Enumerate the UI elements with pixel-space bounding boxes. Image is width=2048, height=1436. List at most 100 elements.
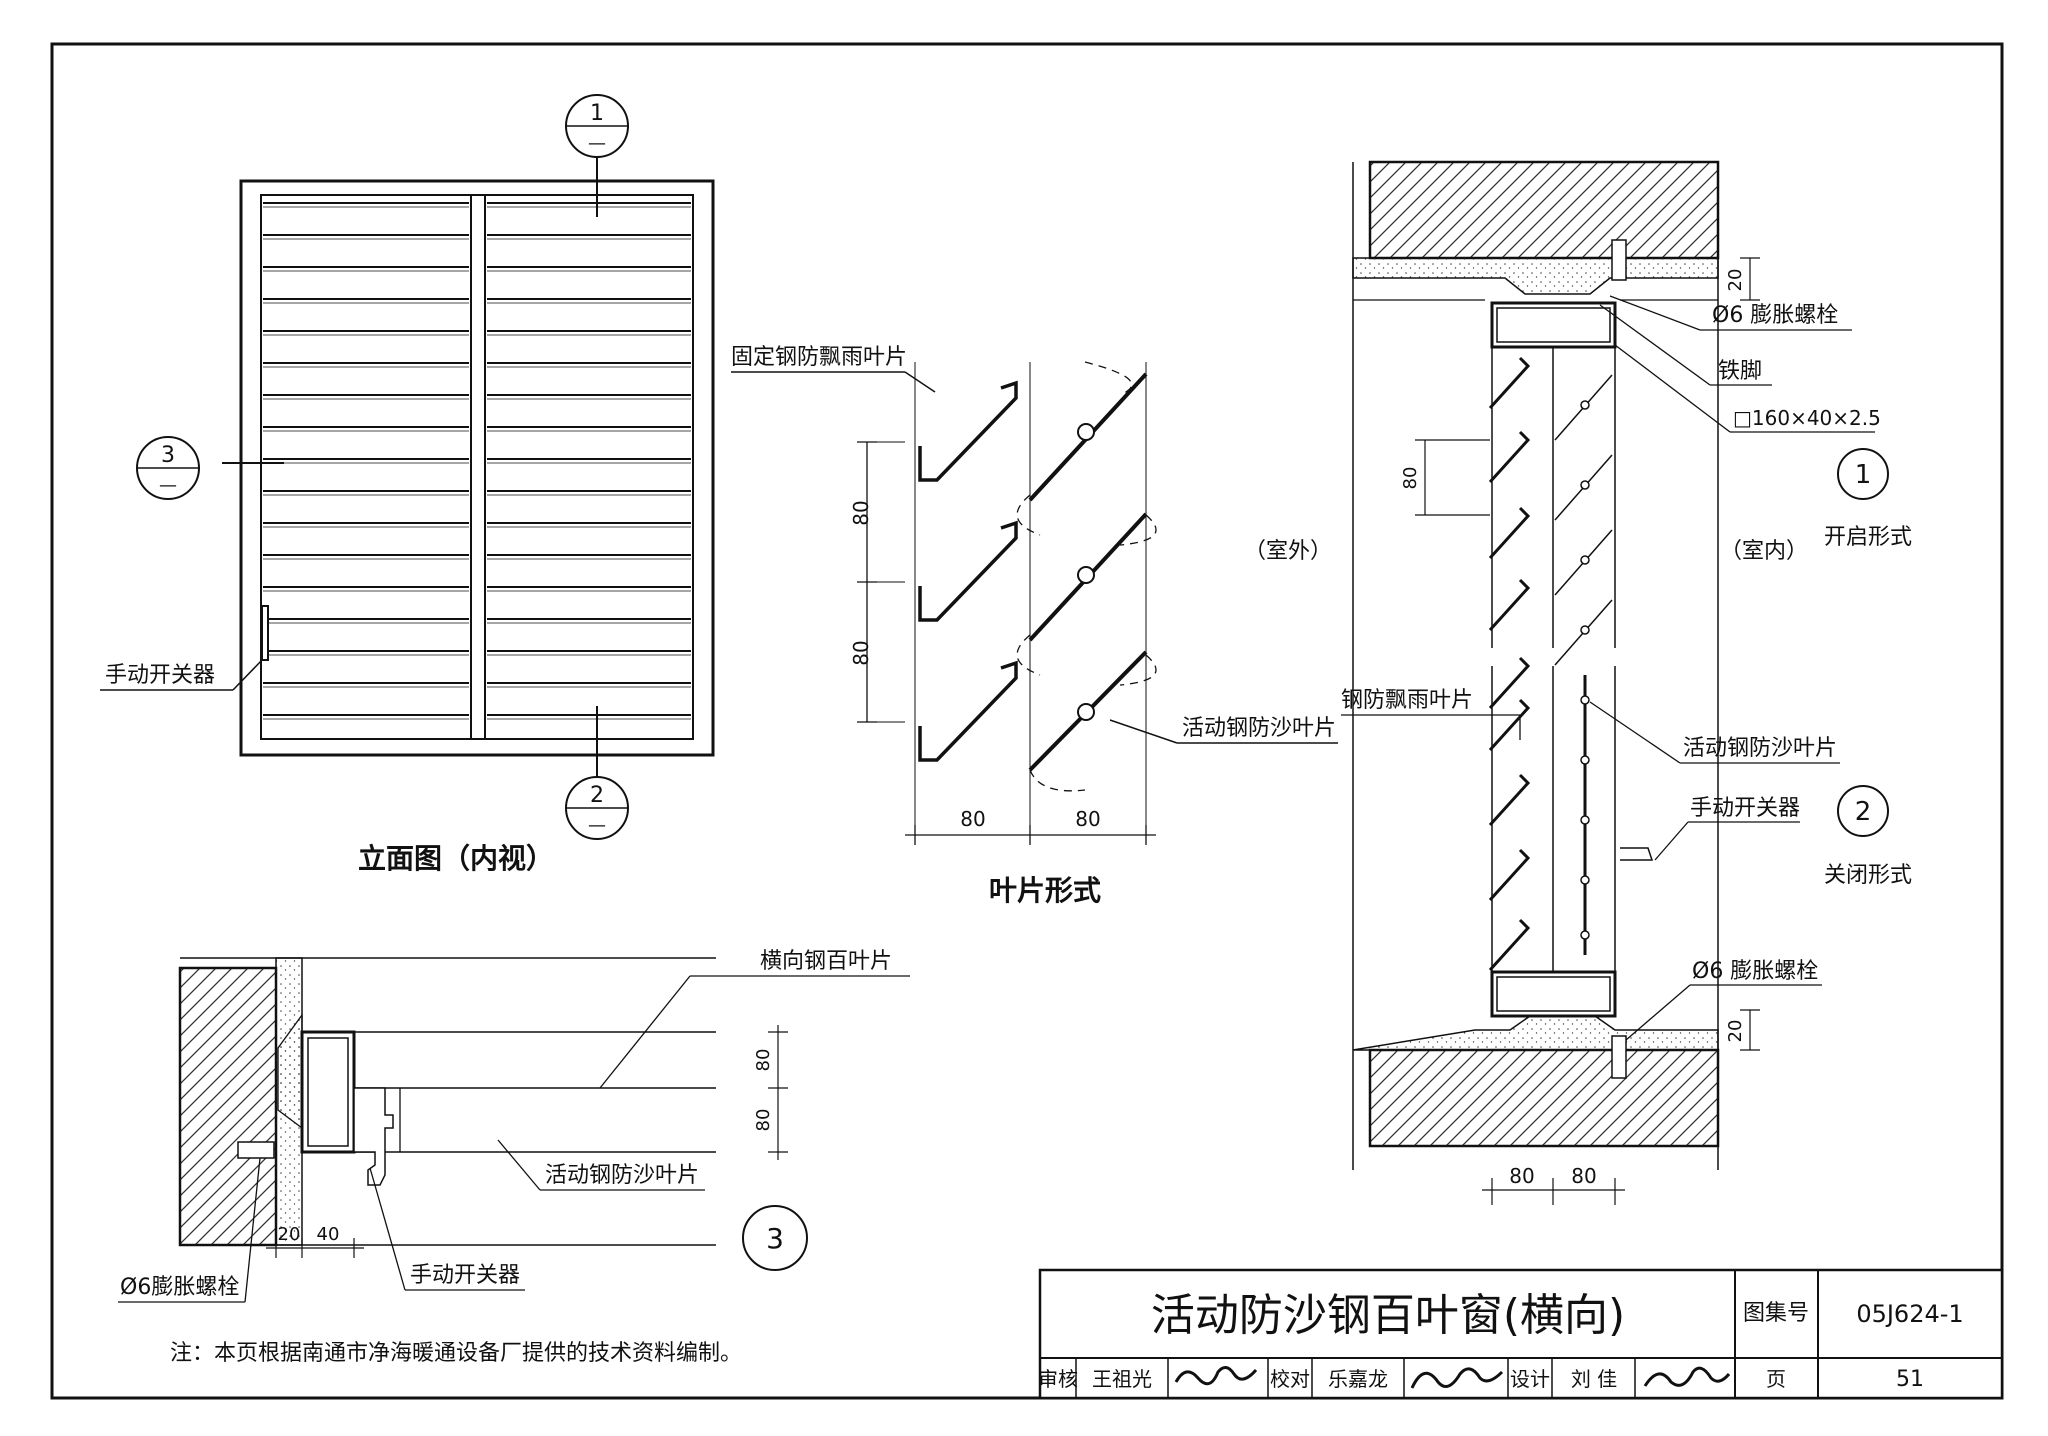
closed-form-number: 2 [1855,797,1872,827]
leader-line [1599,304,1711,386]
rotation-arc [1016,634,1041,676]
rotation-arc [1084,361,1133,396]
check-label: 校对 [1270,1367,1310,1391]
outside-label: （室外） [1244,539,1332,564]
elevation-view: 手动开关器 1 — 2 — 3 — 立面图（内视） [100,94,715,875]
section-switch-label: 手动开关器 [1690,796,1800,821]
top-frame-tube [1490,301,1617,349]
pivot-pin [1580,555,1590,565]
dim-value: 20 [1725,1020,1746,1043]
leader-line [1589,701,1681,764]
designer-name: 刘 佳 [1571,1367,1617,1391]
closed-form-mark [1837,785,1889,837]
top-expansion-bolt [1611,239,1627,281]
fixed-blade [918,520,1018,622]
title-block-frame [1038,1268,2004,1400]
page-number: 51 [1896,1367,1924,1392]
section-rain-blades [1488,356,1531,972]
fixed-blade [918,660,1018,762]
section-3-view: 横向钢百叶片 活动钢防沙叶片 手动开关器 Ø6膨胀螺栓 20 40 80 80 … [118,949,910,1303]
section3-switch-label: 手动开关器 [410,1263,520,1288]
rain-blade [1488,430,1531,484]
rain-blade [1488,698,1531,752]
rotation-arc [1119,654,1157,686]
top-plaster [1352,257,1719,295]
rotation-arc [1119,514,1157,546]
section3-bolt-label: Ø6膨胀螺栓 [120,1275,239,1300]
section3-sand-blade-label: 活动钢防沙叶片 [545,1163,699,1188]
pivot-pin [1077,566,1095,584]
page-label: 页 [1766,1367,1786,1391]
design-label: 设计 [1510,1367,1550,1391]
pivot-pin [1580,815,1590,825]
horizontal-blade-label: 横向钢百叶片 [760,949,892,974]
leader-line [369,1167,406,1291]
rain-blade [1488,918,1531,972]
tube-label: □160×40×2.5 [1733,406,1881,430]
leader-line [1625,984,1691,1041]
manual-switch [1620,847,1654,861]
pivot-pin [1580,695,1590,705]
leader-line [1609,295,1701,331]
leader-line [1614,344,1731,433]
callout-number: 3 [161,443,175,468]
bottom-wall-concrete [1368,1048,1720,1148]
elevation-blades [263,202,691,720]
section-open-sand-blades [1554,374,1613,666]
manual-switch-label: 手动开关器 [105,663,215,688]
dim-value: 20 [1725,269,1746,292]
callout-sub: — [159,475,177,496]
side-wall-concrete [178,966,278,1247]
break-gap [1480,648,1630,666]
expansion-bolt [237,1141,275,1159]
manual-switch-handle [261,605,269,661]
rain-blade [1488,578,1531,632]
callout-sub: — [588,815,606,836]
section-3-number: 3 [766,1222,784,1255]
leader-line [904,371,936,393]
reviewer-name: 王祖光 [1092,1367,1152,1391]
pivot-pin [1580,480,1590,490]
window-outer-frame [239,179,715,757]
pivot-pin [1580,755,1590,765]
atlas-label: 图集号 [1743,1301,1809,1326]
blade-forms-title: 叶片形式 [989,874,1101,907]
callout-sub: — [588,133,606,154]
leader-line [232,659,263,691]
rain-blade [1488,356,1531,410]
drawing-title: 活动防沙钢百叶窗(横向) [1151,1290,1625,1341]
elevation-title: 立面图（内视） [358,842,554,875]
designer-signature [1643,1366,1731,1387]
movable-blades [1016,361,1157,792]
blade-forms-view: 固定钢防飘雨叶片 活动钢防沙叶片 80 80 80 80 叶片形式 [731,345,1338,907]
pivot-pin [1580,400,1590,410]
title-block: 活动防沙钢百叶窗(横向) 图集号 05J624-1 审核 王祖光 校对 乐嘉龙 … [1038,1268,2004,1400]
pivot-pin [1580,930,1590,940]
dim-value: 80 [753,1049,774,1072]
bottom-plaster [1352,1015,1719,1051]
dim-value: 80 [1400,467,1421,490]
rain-blade-label: 钢防飘雨叶片 [1341,688,1473,713]
bottom-frame-tube [1490,970,1617,1018]
dim-value: 80 [1571,1164,1596,1188]
leader-line [244,1157,261,1303]
rain-blade [1488,773,1531,827]
leader-line [1654,821,1689,861]
dim-value: 40 [317,1224,340,1245]
callout-number: 1 [590,101,604,126]
dim-value: 80 [960,807,985,831]
rain-blade [1488,656,1531,710]
rain-blade [1488,848,1531,902]
iron-foot-label: 铁脚 [1718,359,1762,384]
movable-blade-label: 活动钢防沙叶片 [1182,716,1336,741]
fixed-blade-label: 固定钢防飘雨叶片 [731,345,907,370]
note: 注：本页根据南通市净海暖通设备厂提供的技术资料编制。 [170,1341,742,1366]
fixed-blades [918,380,1018,762]
open-form-mark [1837,448,1889,500]
fixed-blade [918,380,1018,482]
callout-number: 2 [590,783,604,808]
checker-name: 乐嘉龙 [1328,1367,1388,1391]
leader-line [1109,719,1178,744]
open-form-number: 1 [1855,460,1872,490]
